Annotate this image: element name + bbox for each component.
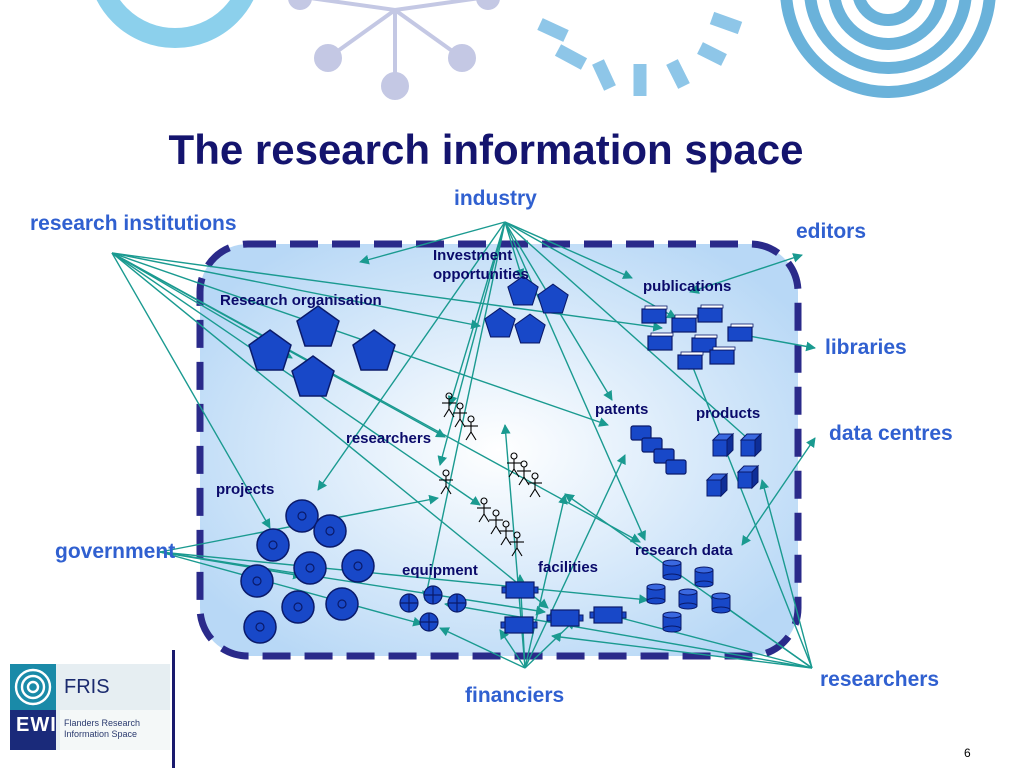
ewi-logo-text: EWI — [16, 714, 57, 736]
tagline-line2: Information Space — [64, 729, 138, 739]
label-government: government — [55, 540, 175, 563]
relation-arrows — [111, 221, 816, 669]
label-research-institutions: research institutions — [30, 212, 237, 235]
label-facilities: facilities — [538, 559, 598, 576]
label-investment-line2: opportunities — [433, 266, 529, 283]
deco-ring-left — [96, 0, 254, 48]
label-editors: editors — [796, 220, 866, 243]
label-libraries: libraries — [825, 336, 907, 359]
label-financiers: financiers — [465, 684, 564, 707]
fris-logo-text: FRIS — [64, 676, 110, 698]
logo-divider — [172, 650, 175, 768]
label-equipment: equipment — [402, 562, 478, 579]
logo-tagline: Flanders Research Information Space — [64, 718, 154, 740]
label-patents: patents — [595, 401, 648, 418]
label-researchers-external: researchers — [820, 668, 939, 691]
tagline-line1: Flanders Research — [64, 718, 141, 728]
label-researchers-inner: researchers — [346, 430, 431, 447]
label-products: products — [696, 405, 760, 422]
fris-logo — [10, 664, 170, 750]
page-number: 6 — [964, 746, 971, 760]
label-projects: projects — [216, 481, 274, 498]
deco-sunburst — [537, 11, 743, 96]
deco-network-icon — [288, 0, 500, 100]
label-industry: industry — [454, 187, 537, 210]
label-investment-line1: Investment — [433, 247, 512, 264]
header-decoration — [96, 0, 996, 100]
label-research-organisation: Research organisation — [220, 292, 382, 309]
label-data-centres: data centres — [829, 422, 953, 445]
deco-spiral — [780, 0, 996, 98]
page-title: The research information space — [168, 126, 804, 173]
label-publications: publications — [643, 278, 731, 295]
label-research-data: research data — [635, 542, 733, 559]
